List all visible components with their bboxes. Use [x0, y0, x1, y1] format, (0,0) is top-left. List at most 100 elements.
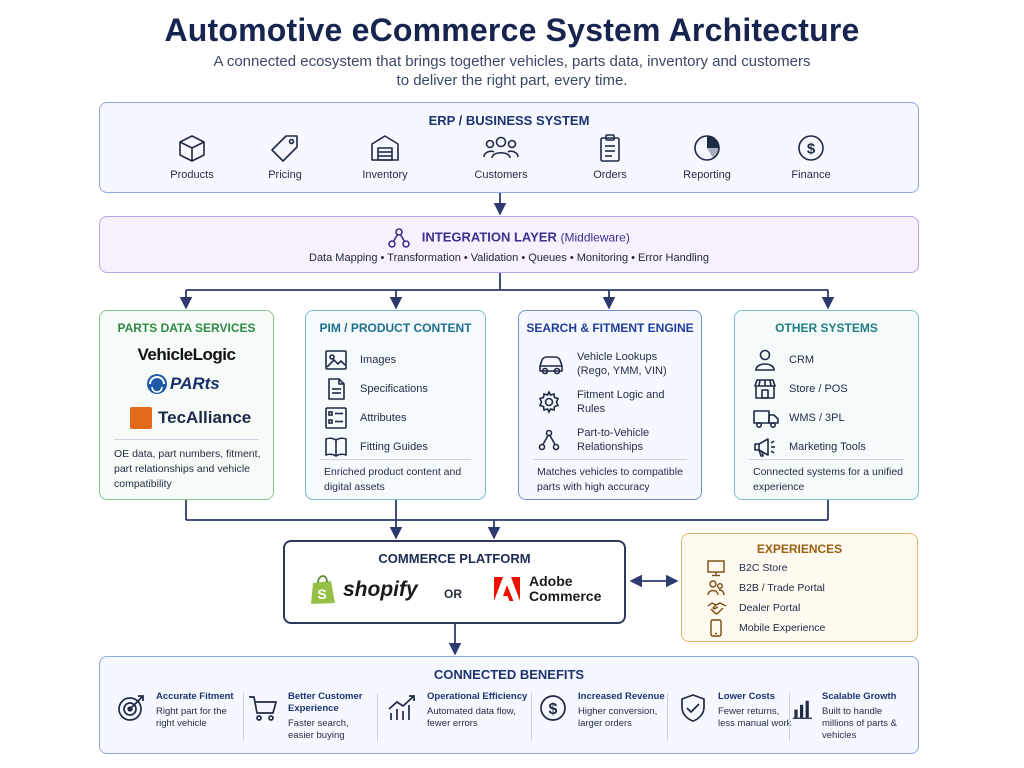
vehiclelogic-logo: VehicleLogic — [137, 345, 236, 364]
erp-item-label: Inventory — [362, 169, 408, 181]
pim-item-images: Images — [324, 345, 475, 374]
adobe-commerce-logo: Adobe Commerce — [493, 574, 601, 604]
other-item-marketing: Marketing Tools — [753, 432, 908, 461]
integration-title: INTEGRATION LAYER (Middleware) — [100, 228, 918, 248]
page-title: Automotive eCommerce System Architecture — [164, 12, 860, 48]
pie-chart-icon — [694, 135, 720, 161]
other-divider — [749, 459, 904, 460]
handshake-icon — [707, 602, 727, 615]
parts-data-title: PARTS DATA SERVICES — [117, 321, 256, 335]
experience-item-b2c: B2C Store — [707, 558, 825, 578]
erp-item-reporting: Reporting — [662, 133, 752, 181]
pim-item-attributes: Attributes — [324, 403, 475, 432]
parts-divider — [114, 439, 259, 440]
pim-item-label: Fitting Guides — [360, 440, 428, 453]
book-icon — [325, 437, 347, 457]
erp-item-products: Products — [147, 133, 237, 181]
erp-item-inventory: Inventory — [340, 133, 430, 181]
parts-description: OE data, part numbers, fitment, part rel… — [114, 448, 261, 490]
benefit-heading: Lower Costs — [718, 691, 776, 702]
erp-item-finance: $ Finance — [766, 133, 856, 181]
integration-subtitle: (Middleware) — [560, 230, 630, 245]
pim-title: PIM / PRODUCT CONTENT — [319, 321, 472, 335]
adobe-logo-line2: Commerce — [529, 588, 602, 604]
other-item-label: Store / POS — [789, 382, 848, 395]
benefit-separator — [667, 693, 668, 741]
image-icon — [325, 349, 347, 370]
benefit-text: Automated data flow, fewer errors — [427, 706, 516, 729]
page-subtitle: A connected ecosystem that brings togeth… — [213, 53, 811, 89]
other-item-store-pos: Store / POS — [753, 374, 908, 403]
benefit-text: Built to handle millions of parts & vehi… — [822, 706, 897, 741]
benefit-separator — [531, 693, 532, 741]
monitor-icon — [707, 560, 725, 577]
shopify-logo: S shopify — [309, 575, 418, 605]
benefit-separator — [789, 693, 790, 741]
parts-logo-icon — [147, 374, 167, 394]
erp-item-label: Pricing — [268, 169, 302, 181]
gear-icon — [538, 390, 560, 414]
cart-icon — [249, 696, 277, 721]
pim-panel: PIM / PRODUCT CONTENT Images Specificati… — [305, 310, 486, 500]
search-title: SEARCH & FITMENT ENGINE — [526, 321, 694, 335]
warehouse-icon — [371, 135, 399, 161]
other-description: Connected systems for a unified experien… — [753, 466, 903, 493]
pim-item-fitting-guides: Fitting Guides — [324, 432, 475, 461]
experiences-list: B2C Store B2B / Trade Portal Dealer Port… — [707, 558, 825, 638]
erp-item-pricing: Pricing — [240, 133, 330, 181]
tecalliance-logo: TecAlliance — [130, 407, 251, 429]
other-systems-panel: OTHER SYSTEMS CRM Store / POS WMS / 3PL … — [734, 310, 919, 500]
search-fitment-panel: SEARCH & FITMENT ENGINE Vehicle Lookups … — [518, 310, 702, 500]
mobile-icon — [710, 619, 722, 637]
benefit-separator — [243, 693, 244, 741]
other-item-label: CRM — [789, 353, 815, 366]
search-description: Matches vehicles to compatible parts wit… — [537, 466, 683, 493]
experience-item-label: B2B / Trade Portal — [739, 582, 825, 594]
shopify-bag-icon: S — [311, 575, 335, 604]
erp-title: ERP / BUSINESS SYSTEM — [428, 113, 590, 128]
search-divider — [533, 459, 687, 460]
integration-title-text: INTEGRATION LAYER — [421, 229, 557, 245]
shopify-logo-text: shopify — [343, 578, 418, 601]
price-tag-icon — [271, 135, 298, 162]
tecalliance-logo-text: TecAlliance — [158, 408, 252, 427]
other-title: OTHER SYSTEMS — [775, 321, 878, 335]
erp-item-label: Products — [170, 169, 214, 181]
erp-item-label: Customers — [474, 169, 528, 181]
users-icon — [707, 580, 725, 596]
clipboard-icon — [600, 134, 620, 162]
benefit-heading: Increased Revenue — [578, 691, 665, 702]
other-item-label: WMS / 3PL — [789, 411, 845, 424]
parts-data-panel: PARTS DATA SERVICES VehicleLogic PARts T… — [99, 310, 274, 500]
other-item-label: Marketing Tools — [789, 440, 866, 453]
search-item-vehicle-lookups: Vehicle Lookups (Rego, YMM, VIN) — [537, 345, 691, 383]
experiences-panel: EXPERIENCES B2C Store B2B / Trade Portal… — [681, 533, 918, 642]
search-item-fitment-logic: Fitment Logic and Rules — [537, 383, 691, 421]
person-icon — [755, 349, 775, 371]
parts-logo: PARts — [146, 373, 220, 395]
benefit-heading: Operational Efficiency — [427, 691, 528, 702]
truck-icon — [753, 409, 779, 428]
shield-icon — [681, 694, 705, 722]
tecalliance-logo-mark — [130, 407, 152, 429]
experience-item-label: B2C Store — [739, 562, 788, 574]
search-item-relationships: Part-to-Vehicle Relationships — [537, 421, 691, 459]
search-item-label: Part-to-Vehicle Relationships — [577, 427, 650, 453]
dollar-icon: $ — [798, 135, 824, 161]
commerce-title: COMMERCE PLATFORM — [378, 551, 531, 566]
experience-item-label: Dealer Portal — [739, 602, 801, 614]
experience-item-b2b: B2B / Trade Portal — [707, 578, 825, 598]
list-icon — [325, 406, 347, 429]
benefits-title: CONNECTED BENEFITS — [433, 667, 585, 682]
trend-icon — [388, 695, 415, 720]
benefit-text: Faster search, easier buying — [288, 718, 349, 741]
erp-item-label: Orders — [593, 169, 627, 181]
car-icon — [539, 356, 563, 375]
other-list: CRM Store / POS WMS / 3PL Marketing Tool… — [753, 345, 908, 461]
pim-item-label: Specifications — [360, 382, 428, 395]
